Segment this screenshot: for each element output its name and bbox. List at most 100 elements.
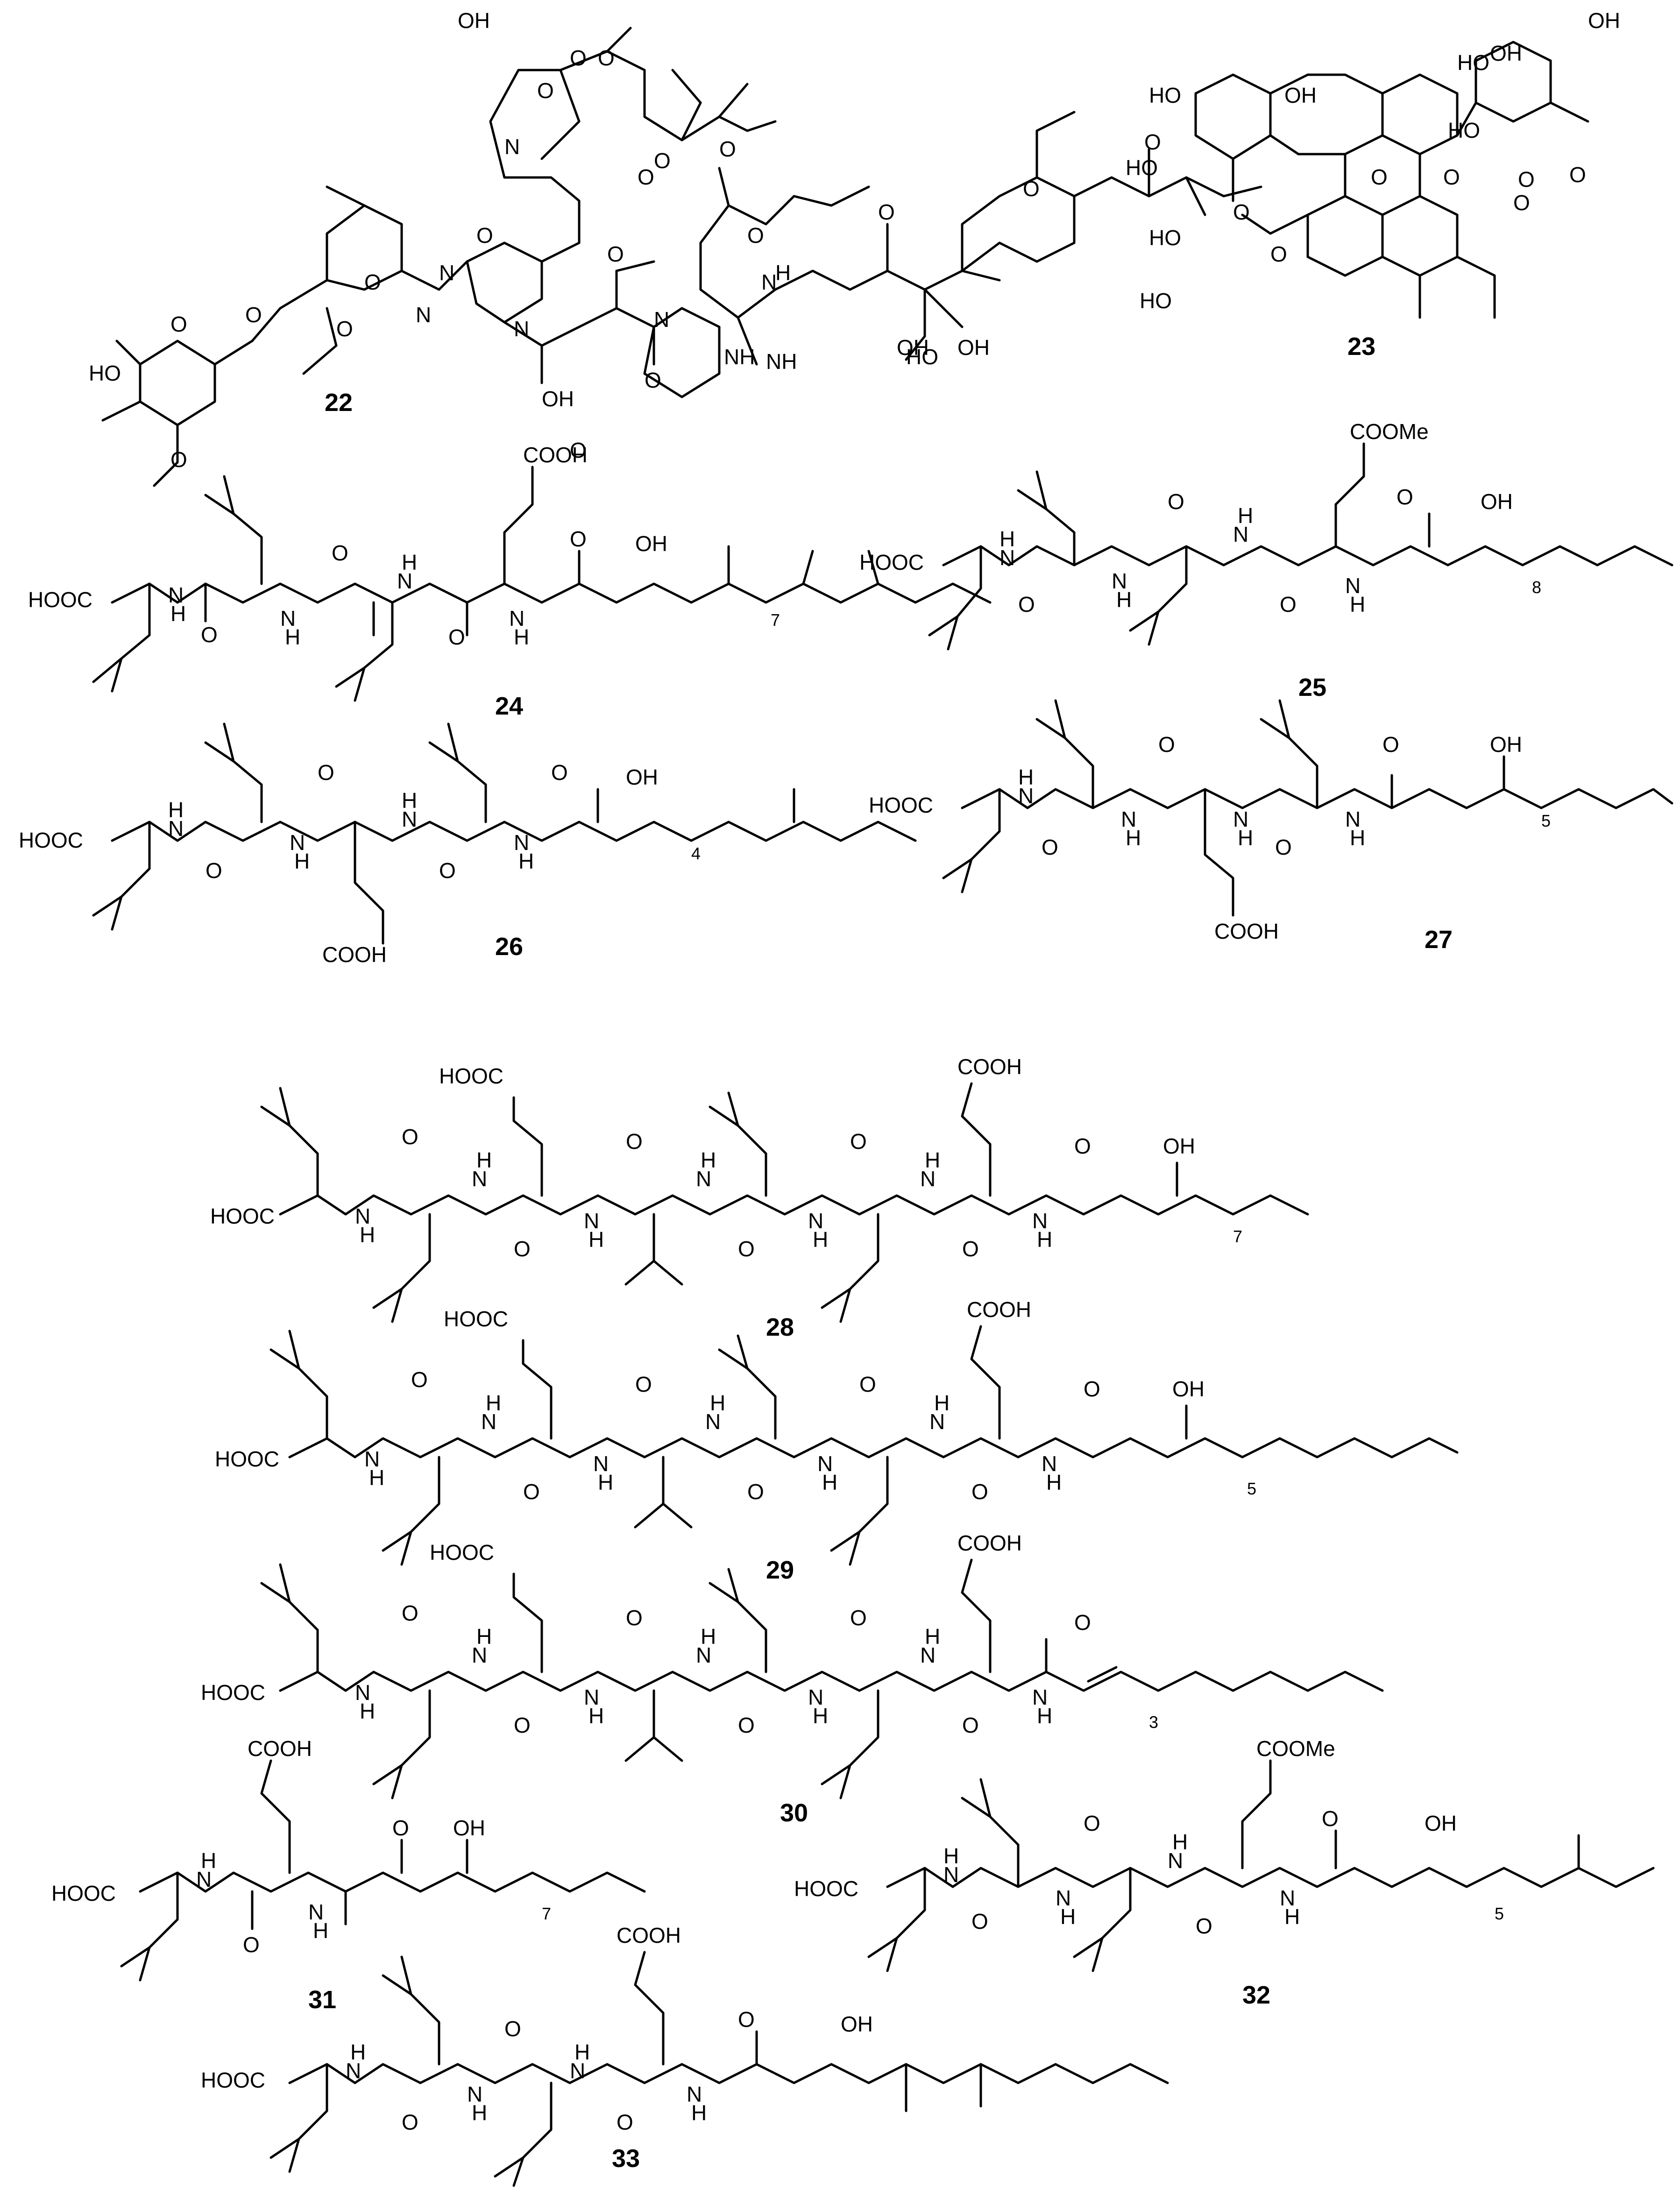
compound-28-atom-label: H [588,1227,604,1252]
compound-32-atom-label: H [1060,1905,1076,1929]
compound-28-atom-label: OH [1163,1134,1195,1158]
compound-23-atom-label: OH [1284,83,1317,107]
compound-28-atom-label: N [584,1209,599,1233]
compound-25-atom-label: HOOC [859,550,924,574]
compound-24-atom-label: H [285,625,300,649]
compound-28-atom-label: H [813,1227,828,1252]
compound-23-atom-label: O [1443,165,1460,189]
compound-28-number: 28 [766,1313,794,1341]
compound-32-number: 32 [1242,1981,1270,2009]
compound-30-atom-label: N [1032,1685,1048,1709]
compound-24-atom-label: COOH [523,443,588,467]
compound-24-atom-label: O [332,541,348,565]
compound-22-atom-label: O [170,312,187,336]
compound-29-atom-label: H [934,1391,950,1415]
compound-28-structure [260,1082,1309,1323]
compound-29-atom-label: O [523,1480,540,1504]
compound-30-atom-label: H [1037,1704,1052,1728]
compound-25-subscript: 8 [1532,578,1541,597]
compound-28-atom-label: O [626,1129,643,1154]
compound-29-atom-label: H [486,1391,501,1415]
compound-33-structure [269,1951,1169,2187]
compound-30-atom-label: O [402,1601,418,1625]
compound-30-number: 30 [780,1799,808,1827]
compound-23-atom-label: O [1513,191,1530,215]
compound-22-atom-label: NH [724,345,755,369]
compound-23-atom-label: HO [1149,83,1181,107]
compound-23-number: 23 [1347,333,1375,361]
compound-29-atom-label: N [593,1452,609,1476]
compound-29-atom-label: COOH [967,1297,1031,1322]
compound-25-atom-label: N [1233,522,1248,546]
compound-22-atom-label: N [504,135,520,159]
compound-26-atom-label: N [168,816,184,841]
compound-30-atom-label: O [962,1713,979,1737]
compound-26-atom-label: O [206,858,222,883]
compound-29-atom-label: O [635,1372,652,1396]
compound-30-subscript: 3 [1149,1713,1158,1732]
compound-29-atom-label: O [1084,1377,1100,1401]
compound-31-atom-label: N [196,1867,212,1891]
compound-27-atom-label: N [1121,807,1136,831]
compound-29-structure [269,1325,1459,1566]
compound-25-atom-label: H [1238,503,1253,528]
compound-30-atom-label: H [701,1624,716,1649]
compound-28-atom-label: N [920,1167,936,1191]
compound-27-atom-label: OH [1490,732,1522,757]
compound-28-atom-label: HOOC [210,1204,275,1228]
compound-32-atom-label: OH [1425,1811,1457,1835]
compound-24-subscript: 7 [771,610,780,630]
compound-22-atom-label: O [1144,130,1161,154]
compound-24-atom-label: OH [635,531,667,556]
compound-23-atom-label: OH [1490,41,1522,65]
compound-24-atom-label: N [397,569,412,593]
compound-26-atom-label: COOH [322,942,387,967]
compound-27-atom-label: O [1275,835,1292,859]
compound-22-atom-label: O [645,368,661,392]
compound-30-atom-label: HOOC [201,1680,265,1705]
compound-27-atom-label: H [1238,826,1253,850]
compound-26-atom-label: OH [626,765,658,789]
compound-22-atom-label: OH [542,387,574,411]
compound-22-atom-label: HO [89,361,121,385]
compound-30-atom-label: N [808,1685,823,1709]
compound-27-atom-label: N [1345,807,1361,831]
compound-30-atom-label: HOOC [430,1540,494,1565]
compound-29-atom-label: N [1042,1452,1057,1476]
compound-25-atom-label: H [1116,588,1132,612]
compound-22-atom-label: O [719,137,736,161]
compound-31-number: 31 [308,1986,336,2014]
compound-25-structure [928,442,1673,651]
compound-24-atom-label: HOOC [28,588,92,612]
compound-22-atom-label: N [654,307,669,332]
compound-31-atom-label: O [243,1933,260,1957]
compound-29-atom-label: N [481,1409,496,1434]
compound-30-atom-label: N [696,1643,711,1667]
compound-33-atom-label: O [617,2110,633,2134]
compound-33-atom-label: H [472,2101,487,2125]
compound-29-atom-label: H [598,1470,613,1494]
compound-28-atom-label: H [1037,1227,1052,1252]
compound-26-atom-label: O [439,858,456,883]
compound-28-atom-label: N [355,1204,370,1228]
compound-28-atom-label: N [696,1167,711,1191]
compound-33-number: 33 [612,2145,640,2173]
compound-22-atom-label: O [878,200,895,224]
compound-23-structure [1194,41,1589,319]
compound-29-atom-label: OH [1172,1377,1205,1401]
compound-33-atom-label: H [574,2040,590,2064]
compound-28-subscript: 7 [1233,1227,1242,1246]
compound-30-atom-label: COOH [957,1531,1022,1555]
compound-29-atom-label: H [1046,1470,1062,1494]
compound-25-atom-label: O [1018,592,1035,616]
compound-32-atom-label: H [943,1844,959,1868]
compound-33-atom-label: N [467,2082,482,2106]
compound-28-atom-label: H [360,1223,375,1247]
compound-29-atom-label: H [822,1470,837,1494]
compound-24-atom-label: N [168,583,184,607]
compound-30-atom-label: H [360,1699,375,1723]
compound-25-atom-label: N [999,545,1015,570]
compound-27-subscript: 5 [1541,811,1551,830]
compound-24-atom-label: O [448,625,465,649]
compound-22-atom-label: O [654,149,671,173]
